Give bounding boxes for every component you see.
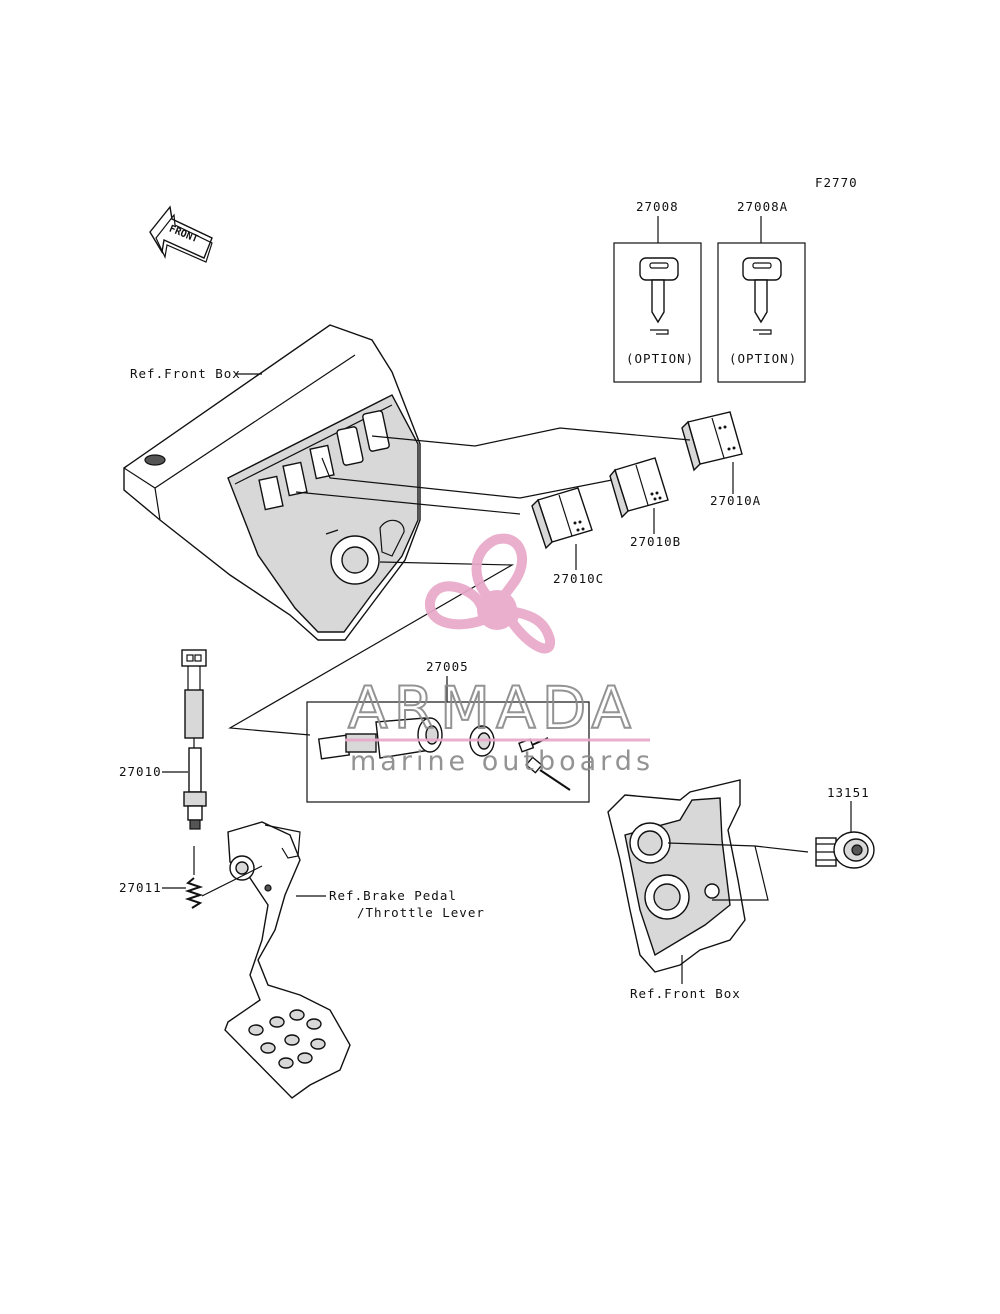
part-label-27010: 27010	[119, 764, 162, 779]
switch-slots	[258, 410, 390, 511]
brake-pedal	[224, 821, 351, 1099]
part-label-27010C: 27010C	[553, 571, 604, 586]
part-label-27008A: 27008A	[737, 199, 788, 214]
figure-id: F2770	[815, 175, 858, 190]
propeller-logo-icon	[425, 533, 555, 654]
key-27008A-group: 27008A (OPTION)	[717, 199, 806, 383]
key-27008-icon	[639, 257, 679, 335]
armada-watermark: ARMADA marine outboards	[345, 533, 654, 777]
part-label-13151: 13151	[827, 785, 870, 800]
key-27008A-icon	[742, 257, 782, 335]
rocker-switch-27010B	[609, 457, 669, 519]
socket-13151	[815, 831, 875, 869]
part-label-27011: 27011	[119, 880, 162, 895]
switch-leader-lines	[295, 427, 691, 515]
ref-front-box-bottom: Ref.Front Box	[630, 986, 741, 1001]
part-label-27008: 27008	[636, 199, 679, 214]
front-arrow-icon: FRONT	[149, 205, 213, 263]
part-label-27010A: 27010A	[710, 493, 761, 508]
spring-27011	[184, 846, 204, 909]
part-label-27010B: 27010B	[630, 534, 681, 549]
ignition-box	[306, 701, 590, 803]
ref-brake-pedal-line2: /Throttle Lever	[357, 905, 485, 920]
option-note-1: (OPTION)	[626, 351, 694, 366]
rocker-switch-27010C	[531, 487, 593, 550]
watermark-tagline: marine outboards	[350, 746, 654, 777]
option-note-2: (OPTION)	[729, 351, 797, 366]
pedal-switch-27010	[181, 649, 207, 830]
part-label-27005: 27005	[426, 659, 469, 674]
key-27008-group: 27008 (OPTION)	[613, 199, 702, 383]
front-box-panel	[123, 324, 421, 641]
front-box-lower	[607, 779, 746, 973]
rocker-switch-27010A	[681, 411, 743, 472]
ref-front-box-top: Ref.Front Box	[130, 366, 241, 381]
ref-brake-pedal-line1: Ref.Brake Pedal	[329, 888, 457, 903]
watermark-brand: ARMADA	[348, 674, 637, 742]
pedal-pad-holes	[248, 1009, 326, 1069]
